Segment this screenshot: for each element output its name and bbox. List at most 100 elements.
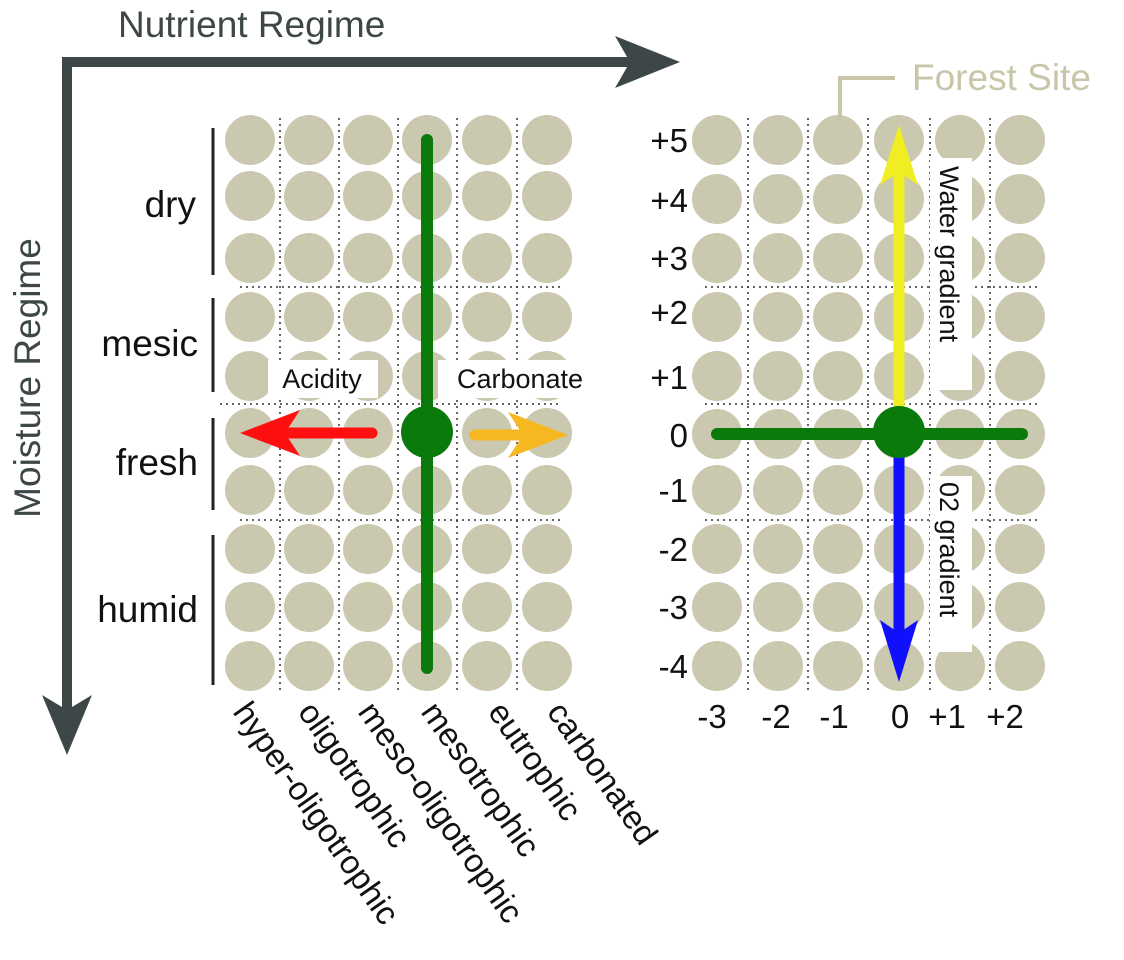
forest-site-dot [284, 233, 334, 283]
forest-site-dot [462, 524, 512, 574]
forest-site-dot [225, 524, 275, 574]
forest-site-dot [753, 465, 803, 515]
forest-site-dot [462, 233, 512, 283]
forest-site-dot [753, 524, 803, 574]
main-axes: Nutrient Regime Moisture Regime [7, 4, 680, 755]
y-tick-label: +1 [650, 359, 688, 396]
forest-site-dot [692, 524, 742, 574]
nutrient-axis-arrowhead [615, 36, 680, 88]
forest-site-dot [522, 465, 572, 515]
forest-site-dot [753, 641, 803, 691]
forest-site-dot [522, 233, 572, 283]
x-tick-label: -2 [761, 698, 790, 735]
forest-site-dot [522, 115, 572, 165]
y-tick-label: -2 [659, 531, 688, 568]
forest-site-dot [225, 292, 275, 342]
moisture-label-dry: dry [145, 184, 197, 225]
forest-site-dot [753, 582, 803, 632]
forest-site-dot [995, 233, 1045, 283]
forest-site-dot [284, 465, 334, 515]
x-tick-label: +1 [928, 698, 966, 735]
x-tick-label: -3 [697, 698, 726, 735]
forest-site-dot [995, 174, 1045, 224]
forest-site-dot [462, 292, 512, 342]
forest-site-dot [753, 233, 803, 283]
forest-site-dot [813, 582, 863, 632]
forest-site-dot [343, 233, 393, 283]
moisture-labels: dry mesic fresh humid [97, 184, 198, 630]
forest-site-dot [692, 465, 742, 515]
forest-site-dot [753, 115, 803, 165]
forest-site-dot [462, 465, 512, 515]
right-center-node [873, 406, 925, 458]
forest-site-dot [462, 171, 512, 221]
forest-site-dot [343, 115, 393, 165]
acidity-label: Acidity [282, 364, 362, 394]
moisture-label-humid: humid [97, 589, 198, 630]
forest-site-dot [522, 524, 572, 574]
forest-site-dot [692, 174, 742, 224]
forest-site-dot [225, 641, 275, 691]
right-grid-lines [705, 118, 1040, 690]
o2-gradient-label: 02 gradient [934, 482, 964, 618]
x-tick-label: -1 [819, 698, 848, 735]
carbonate-label: Carbonate [457, 364, 583, 394]
forest-site-dot [692, 641, 742, 691]
right-y-tick-labels: +5+4+3+2+10-1-2-3-4 [650, 122, 688, 685]
forest-site-dot [995, 292, 1045, 342]
left-center-node [401, 406, 453, 458]
forest-site-dot [225, 582, 275, 632]
carbonate-arrowhead [508, 412, 568, 458]
forest-site-dot [284, 115, 334, 165]
forest-site-dot [284, 171, 334, 221]
acidity-arrowhead [240, 410, 300, 456]
forest-site-dot [225, 465, 275, 515]
forest-site-dot [522, 582, 572, 632]
water-gradient-label-bg [930, 158, 972, 390]
forest-site-dot [225, 171, 275, 221]
forest-site-dot [813, 292, 863, 342]
nutrient-axis-title: Nutrient Regime [118, 4, 385, 45]
forest-site-dot [343, 641, 393, 691]
forest-site-dot [813, 465, 863, 515]
forest-site-dot [462, 641, 512, 691]
forest-site-dot [813, 524, 863, 574]
forest-site-dot [692, 351, 742, 401]
forest-site-dot [284, 582, 334, 632]
forest-site-dot [692, 115, 742, 165]
y-tick-label: +2 [650, 294, 688, 331]
forest-site-dot [343, 465, 393, 515]
forest-site-dot [284, 641, 334, 691]
forest-site-dot [692, 582, 742, 632]
forest-site-dot [935, 641, 985, 691]
left-grid-lines [220, 118, 560, 690]
forest-site-dot [343, 171, 393, 221]
forest-site-dot [343, 524, 393, 574]
forest-site-dot [813, 233, 863, 283]
nutrient-labels: hyper-oligotrophicoligotrophicmeso-oligo… [226, 695, 665, 931]
forest-site-dot [225, 351, 275, 401]
forest-site-dot [995, 351, 1045, 401]
forest-site-dot [995, 465, 1045, 515]
forest-site-dot [995, 582, 1045, 632]
y-tick-label: -1 [659, 472, 688, 509]
forest-site-dot [343, 582, 393, 632]
forest-site-dot [813, 115, 863, 165]
forest-site-dot [935, 115, 985, 165]
forest-site-dot [284, 292, 334, 342]
forest-site-dot [692, 233, 742, 283]
y-tick-label: 0 [670, 417, 688, 454]
moisture-axis-title: Moisture Regime [7, 238, 48, 518]
y-tick-label: -3 [659, 589, 688, 626]
acidity-label-bg [268, 360, 378, 398]
forest-site-dot [343, 292, 393, 342]
water-gradient-arrowhead [880, 125, 918, 185]
carbonate-label-bg [438, 360, 600, 398]
y-tick-label: +3 [650, 240, 688, 277]
x-tick-label: +2 [986, 698, 1024, 735]
forest-site-dot [995, 524, 1045, 574]
forest-site-dot [753, 174, 803, 224]
o2-gradient-arrowhead [880, 620, 918, 682]
y-tick-label: -4 [659, 648, 688, 685]
